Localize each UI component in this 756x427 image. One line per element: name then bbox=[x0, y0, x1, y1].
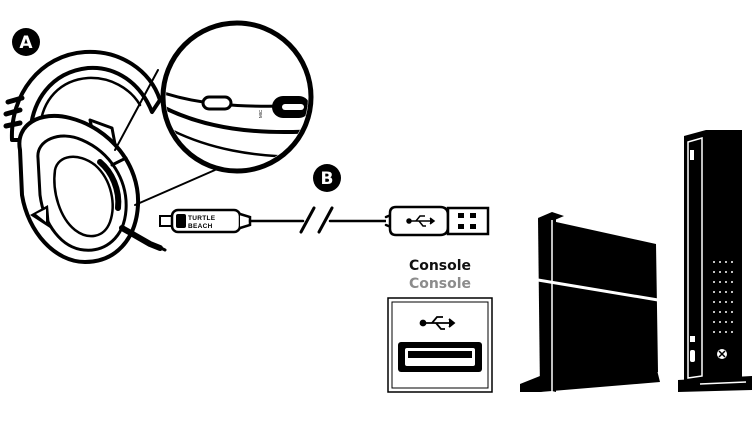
console-usb-port bbox=[387, 297, 493, 393]
cable-brand-line2: BEACH bbox=[188, 223, 213, 230]
usb-icon bbox=[419, 316, 456, 330]
svg-text:B: B bbox=[321, 169, 334, 189]
badge-a: A bbox=[12, 28, 40, 56]
svg-text:A: A bbox=[19, 33, 33, 53]
console-xbox bbox=[678, 130, 752, 392]
port-closeup bbox=[114, 20, 314, 206]
badge-b: B bbox=[313, 164, 341, 192]
usb-cable bbox=[159, 205, 490, 237]
turtle-beach-logo-icon bbox=[30, 205, 50, 228]
console-label-secondary: Console bbox=[408, 276, 472, 292]
mic-port-label: MIC bbox=[258, 109, 263, 118]
cable-brand-line1: TURTLE bbox=[188, 215, 216, 222]
console-label-primary: Console bbox=[408, 258, 472, 274]
xbox-logo-icon bbox=[717, 349, 727, 359]
headset-icon bbox=[3, 49, 167, 264]
usb-icon bbox=[406, 215, 436, 227]
console-ps4 bbox=[520, 212, 660, 392]
